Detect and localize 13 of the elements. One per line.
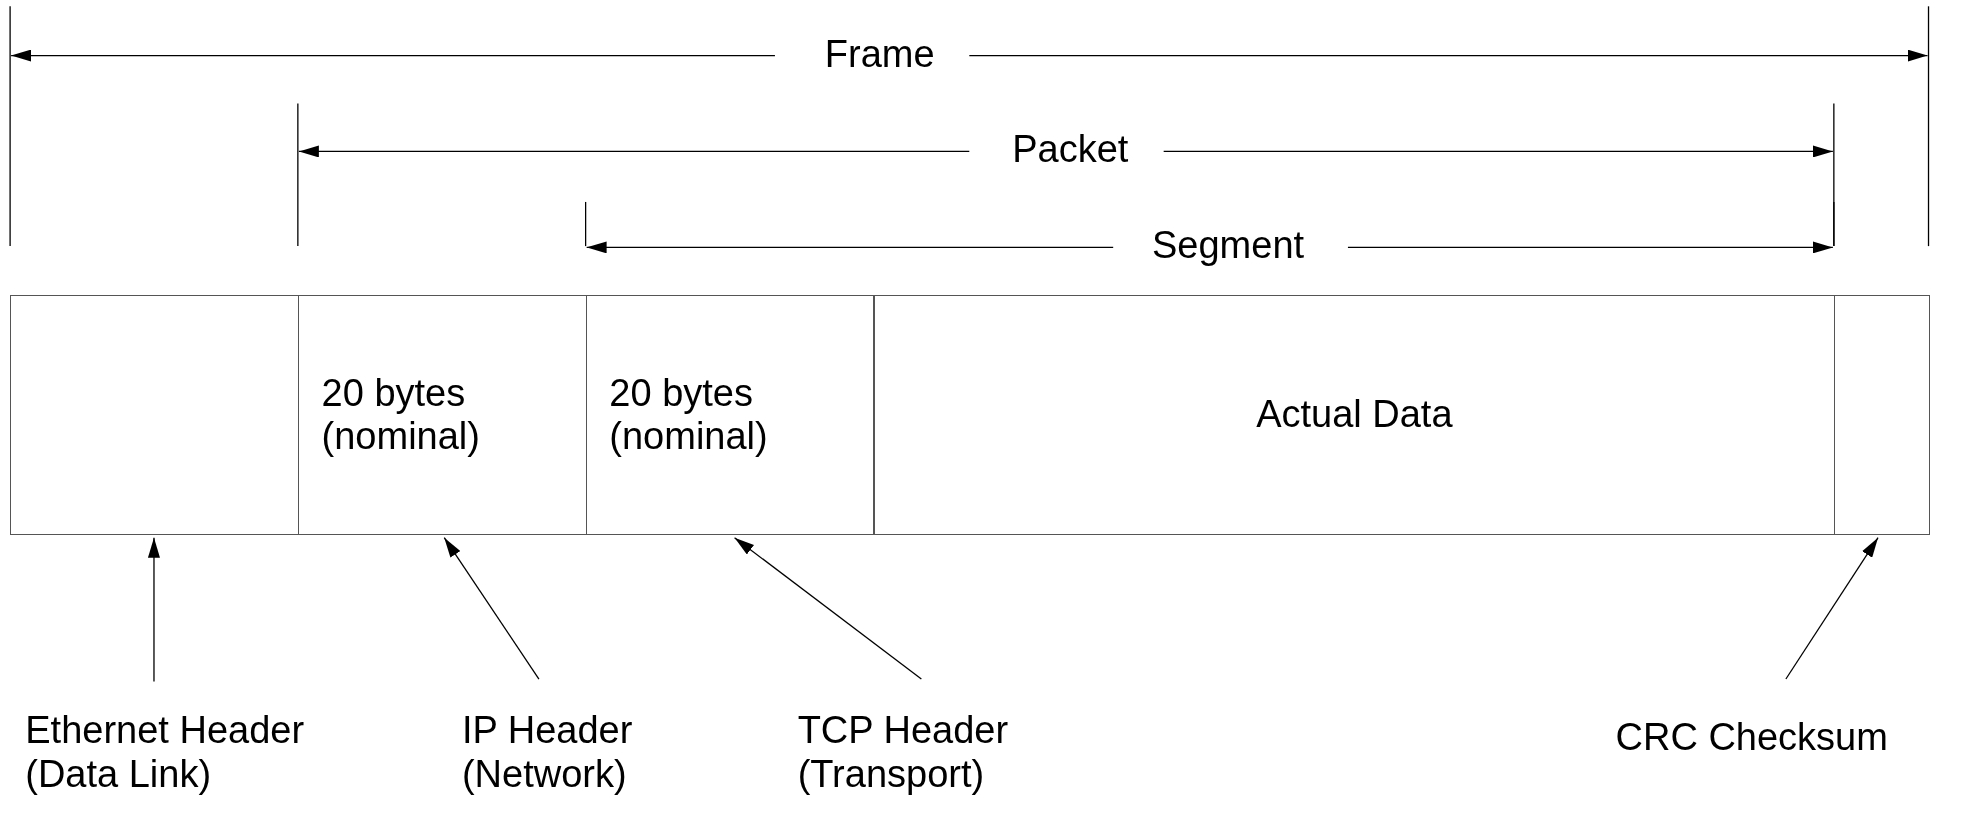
leader-arrow <box>733 537 922 680</box>
header-label: TCP Header (Transport) <box>797 709 1118 797</box>
leader-arrow <box>443 537 540 680</box>
data-field: Actual Data <box>873 295 1836 536</box>
header-label: IP Header (Network) <box>461 709 782 797</box>
ip-header-field: 20 bytes (nominal) <box>297 295 588 536</box>
header-label: Ethernet Header (Data Link) <box>25 709 346 797</box>
header-label: CRC Checksum <box>1615 715 1976 760</box>
ethernet-header-field <box>10 295 300 536</box>
checksum-field <box>1833 295 1930 536</box>
tcp-header-field: 20 bytes (nominal) <box>585 295 875 536</box>
leader-arrow <box>148 537 160 683</box>
leader-arrow <box>1785 537 1879 680</box>
